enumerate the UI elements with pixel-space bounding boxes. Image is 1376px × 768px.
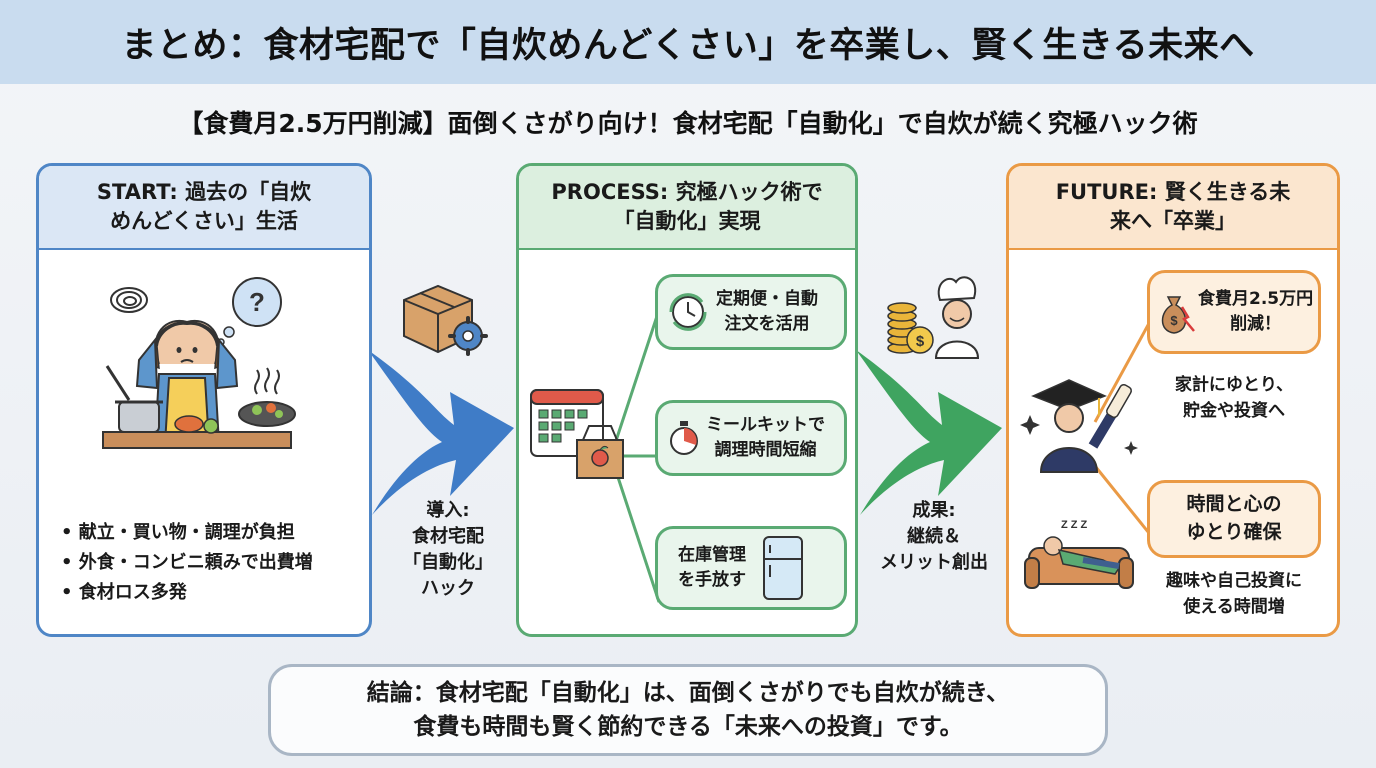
frying-pan-icon [238, 367, 296, 427]
process-item2-line2: 調理時間短縮 [714, 440, 817, 460]
conclusion-box: 結論：食材宅配「自動化」は、面倒くさがりでも自炊が続き、 食費も時間も賢く節約で… [268, 664, 1108, 756]
graduate-icon [1020, 379, 1138, 473]
future-connectors [1093, 315, 1155, 539]
process-item3-line2: を手放す [678, 570, 746, 590]
list-item: 外食・コンビニ頼みで出費増 [61, 548, 313, 578]
page-title: まとめ：食材宅配で「自炊めんどくさい」を卒業し、賢く生きる未来へ [121, 25, 1255, 66]
flow-arrow-blue [368, 350, 514, 515]
svg-text:$: $ [1170, 313, 1178, 328]
conclusion-line1: 結論：食材宅配「自動化」は、面倒くさがりでも自炊が続き、 [366, 679, 1010, 706]
svg-text:$: $ [916, 333, 925, 350]
money-text-line2: 貯金や投資へ [1183, 401, 1285, 422]
time-pill-line1: 時間と心の [1186, 493, 1282, 516]
arrow1-label-line1: 導入: [426, 500, 470, 521]
process-item-subscription: 定期便・自動 注文を活用 [655, 274, 847, 350]
process-item-mealkit: ミールキットで 調理時間短縮 [655, 400, 847, 476]
stressed-cook-illustration: ? [102, 277, 296, 449]
future-heading: FUTURE: 賢く生きる未 来へ「卒業」 [1009, 166, 1337, 250]
arrow1-label-line4: ハック [421, 578, 475, 600]
relaxing-sofa-icon: Z Z Z [1024, 519, 1134, 589]
start-heading-line1: START: 過去の「自炊 [96, 179, 312, 204]
future-heading-line2: 来へ「卒業」 [1110, 209, 1236, 233]
process-heading: PROCESS: 究極ハック術で 「自動化」実現 [519, 166, 855, 250]
money-bag-down-icon: $ [1161, 296, 1195, 334]
arrow1-label-line2: 食材宅配 [412, 526, 484, 548]
process-item1-line2: 注文を活用 [724, 314, 810, 334]
time-pill-line2: ゆとり確保 [1186, 521, 1282, 543]
thought-bubble-icon: ? [217, 277, 282, 346]
time-text-line1: 趣味や自己投資に [1166, 571, 1302, 591]
process-panel: PROCESS: 究極ハック術で 「自動化」実現 定期便・自動 注文を活用 [516, 163, 858, 637]
future-heading-line1: FUTURE: 賢く生きる未 [1055, 179, 1291, 204]
refrigerator-icon [763, 536, 803, 600]
arrow2-label-line3: メリット創出 [880, 552, 988, 574]
process-item1-line1: 定期便・自動 [716, 289, 818, 310]
arrow1-label-line3: 「自動化」 [403, 552, 493, 574]
question-mark: ? [249, 287, 265, 317]
process-heading-line1: PROCESS: 究極ハック術で [551, 179, 823, 204]
list-item: 献立・買い物・調理が負担 [61, 518, 313, 548]
start-heading-line2: めんどくさい」生活 [110, 209, 298, 233]
list-item: 食材ロス多発 [61, 578, 313, 608]
calendar-mealkit-icon [530, 389, 624, 479]
flow-arrow-green [856, 350, 1002, 515]
conclusion-line2: 食費も時間も賢く節約できる「未来への投資」です。 [413, 714, 963, 740]
future-money-text: 家計にゆとり、 貯金や投資へ [1147, 372, 1321, 425]
start-problem-list: 献立・買い物・調理が負担 外食・コンビニ頼みで出費増 食材ロス多発 [61, 518, 313, 608]
start-heading: START: 過去の「自炊 めんどくさい」生活 [39, 166, 369, 250]
title-bar: まとめ：食材宅配で「自炊めんどくさい」を卒業し、賢く生きる未来へ [0, 0, 1376, 84]
page-subtitle: 【食費月2.5万円削減】面倒くさがり向け！食材宅配「自動化」で自炊が続く究極ハッ… [178, 109, 1198, 138]
time-text-line2: 使える時間増 [1183, 597, 1285, 618]
pot-icon [105, 365, 163, 433]
arrow2-label: 成果: 継続＆ メリット創出 [864, 498, 1004, 576]
scribble-icon [110, 287, 148, 313]
process-item3-line1: 在庫管理 [678, 545, 746, 566]
stopwatch-icon [670, 421, 698, 455]
process-item2-line1: ミールキットで [706, 415, 825, 436]
process-item-inventory: 在庫管理 を手放す [655, 526, 847, 610]
future-money-pill: $ 食費月2.5万円 削減！ [1147, 270, 1321, 354]
arrow1-label: 導入: 食材宅配 「自動化」 ハック [388, 498, 508, 602]
money-pill-line2: 削減！ [1230, 314, 1282, 334]
cycle-clock-icon [669, 293, 707, 331]
money-text-line1: 家計にゆとり、 [1174, 375, 1294, 395]
arrow2-label-line2: 継続＆ [907, 526, 961, 548]
future-time-pill: 時間と心の ゆとり確保 [1147, 480, 1321, 558]
sleep-z-text: Z Z Z [1061, 519, 1088, 531]
process-heading-line2: 「自動化」実現 [613, 209, 761, 233]
future-time-text: 趣味や自己投資に 使える時間増 [1145, 568, 1323, 621]
money-pill-line1: 食費月2.5万円 [1198, 289, 1314, 310]
coins-chef-icon: $ [887, 276, 980, 359]
future-panel: FUTURE: 賢く生きる未 来へ「卒業」 $ 食費月2.5万円 削減！ 家計に… [1006, 163, 1340, 637]
start-panel: START: 過去の「自炊 めんどくさい」生活 ? [36, 163, 372, 637]
box-gear-icon [403, 284, 488, 356]
arrow2-label-line1: 成果: [912, 500, 956, 521]
